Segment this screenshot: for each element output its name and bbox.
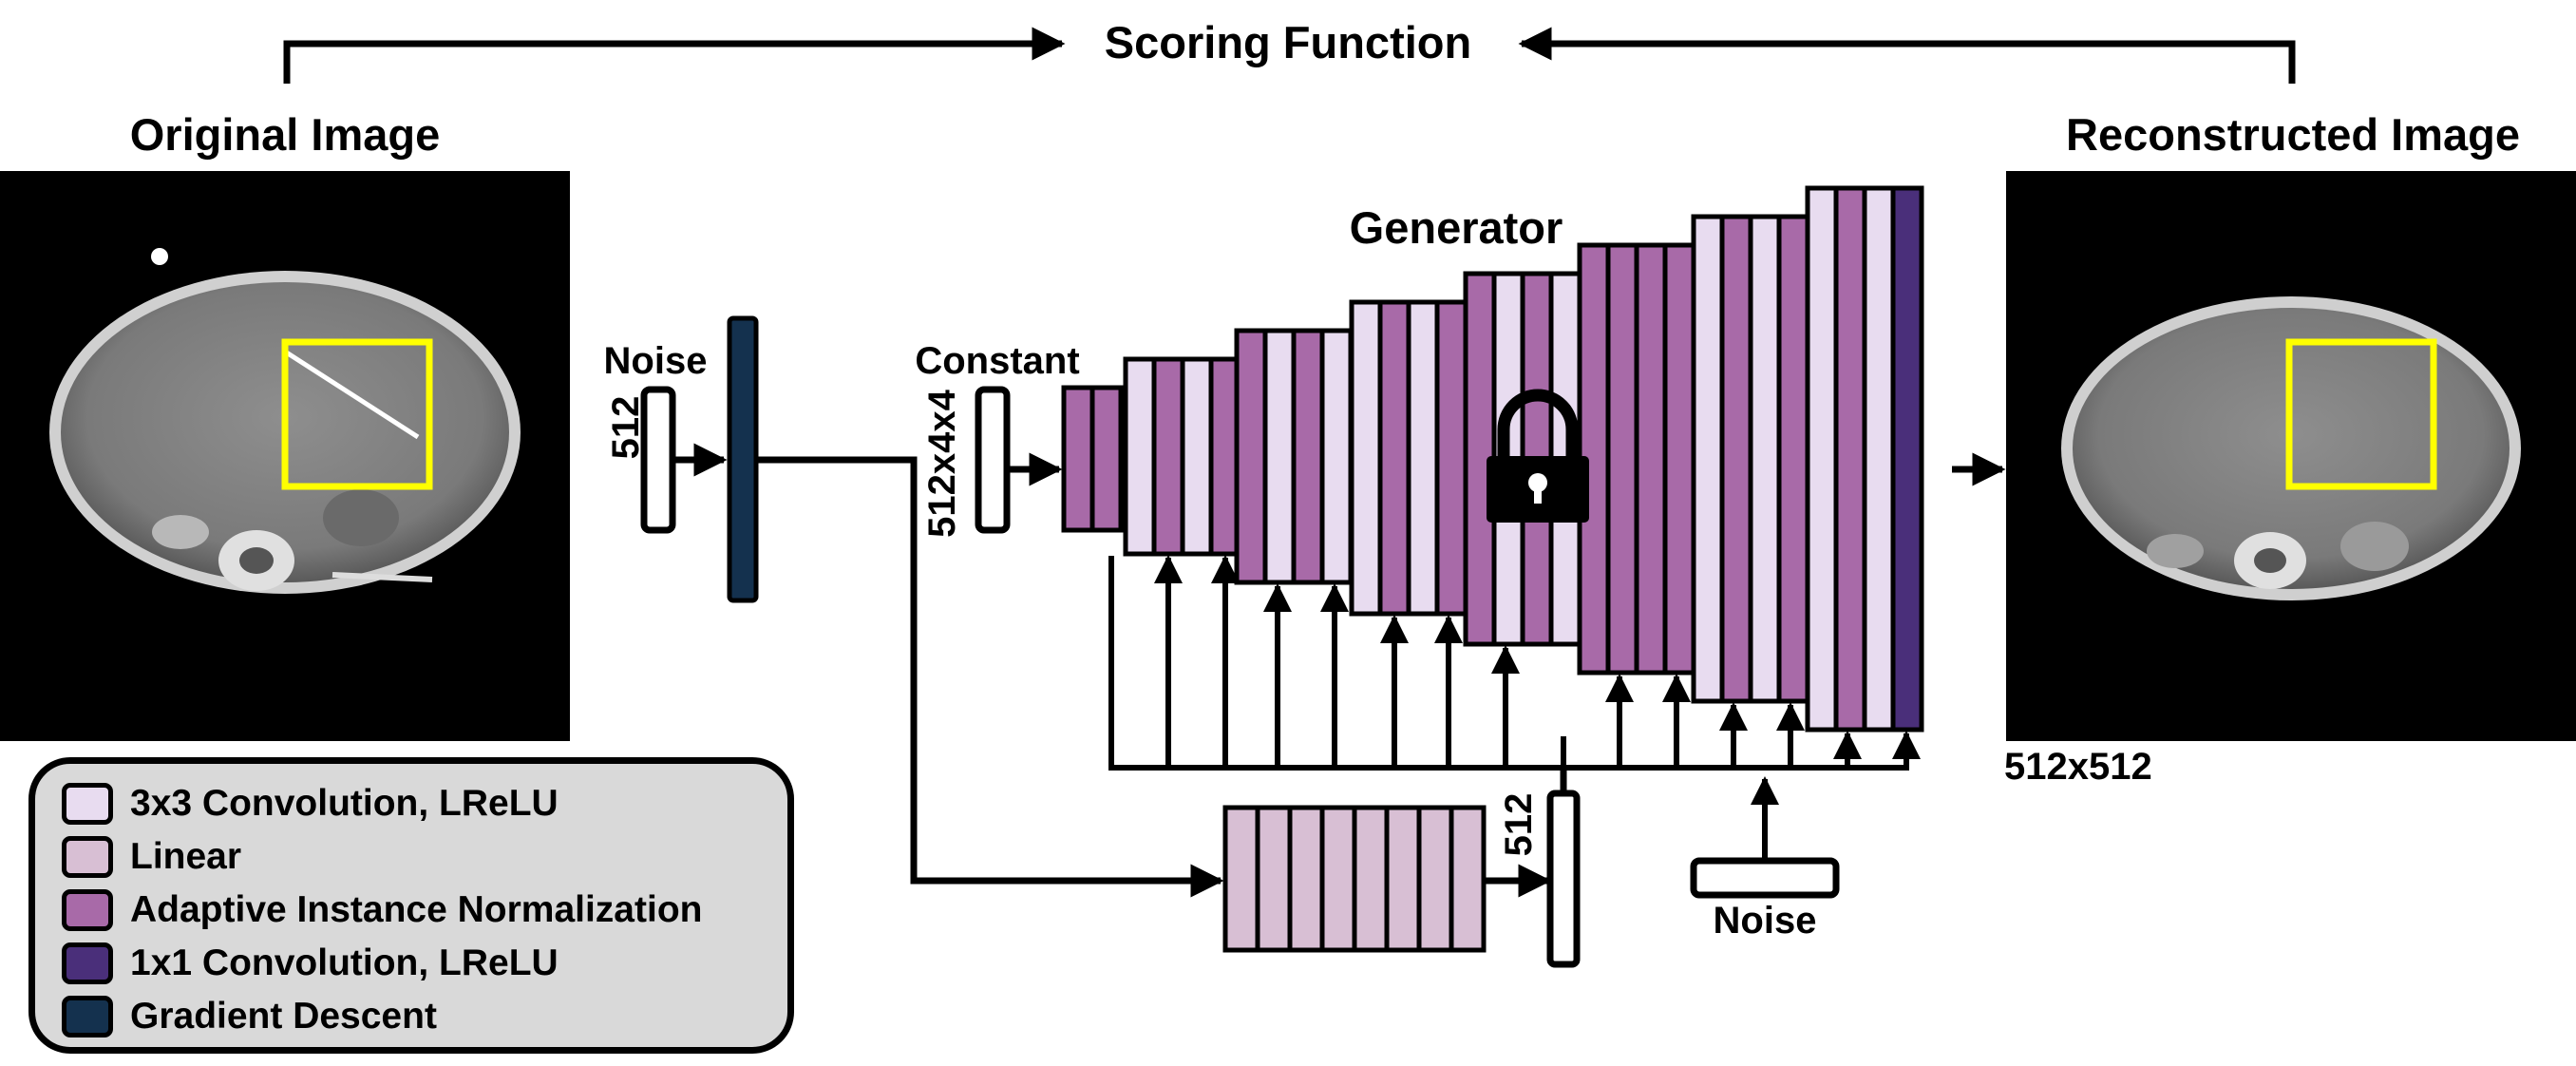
generator-network	[1061, 185, 1924, 733]
noise-vector	[640, 386, 676, 534]
generator-layer-1-0	[1123, 356, 1157, 557]
generator-layer-1-2	[1180, 356, 1214, 557]
legend-label-adain: Adaptive Instance Normalization	[130, 889, 703, 930]
legend-swatch-conv1x1	[62, 942, 113, 984]
generator-layer-2-0	[1234, 328, 1268, 585]
legend: 3x3 Convolution, LReLU Linear Adaptive I…	[28, 757, 794, 1054]
generator-layer-6-1	[1719, 214, 1753, 704]
generator-layer-3-0	[1349, 299, 1383, 617]
mapping-network	[1222, 805, 1487, 953]
style-vector	[1546, 790, 1581, 968]
scoring-function-title: Scoring Function	[1105, 17, 1471, 67]
generator-layer-2-3	[1319, 328, 1354, 585]
reconstructed-size-label: 512x512	[2004, 746, 2152, 788]
generator-layer-7-0	[1805, 185, 1839, 733]
legend-label-gradient-descent: Gradient Descent	[130, 996, 437, 1037]
generator-layer-7-1	[1833, 185, 1867, 733]
generator-layer-2-1	[1262, 328, 1297, 585]
constant-tensor	[975, 386, 1011, 534]
original-highlight-box	[281, 338, 433, 490]
legend-swatch-adain	[62, 889, 113, 931]
generator-layer-3-3	[1434, 299, 1468, 617]
generator-label: Generator	[1350, 202, 1563, 253]
legend-item-adain: Adaptive Instance Normalization	[62, 887, 702, 933]
generator-layer-5-3	[1662, 242, 1696, 676]
generator-layer-3-1	[1377, 299, 1411, 617]
latent-to-mapping-arrow	[756, 456, 1224, 898]
legend-swatch-linear	[62, 836, 113, 878]
legend-item-linear: Linear	[62, 834, 241, 880]
legend-item-conv3x3: 3x3 Convolution, LReLU	[62, 781, 559, 827]
reconstructed-highlight-box	[2285, 338, 2437, 490]
noise-bottom-label: Noise	[1714, 900, 1817, 942]
style-distribution-lines	[1108, 556, 1909, 771]
mapping-linear-layer-6	[1416, 805, 1454, 953]
original-image-label: Original Image	[130, 109, 440, 160]
generator-layer-2-2	[1291, 328, 1325, 585]
mapping-linear-layer-3	[1319, 805, 1357, 953]
generator-layer-0-1	[1089, 385, 1124, 533]
mapping-linear-layer-1	[1255, 805, 1293, 953]
lock-icon	[1487, 389, 1589, 523]
legend-label-linear: Linear	[130, 836, 242, 877]
legend-swatch-gradient-descent	[62, 996, 113, 1037]
generator-layer-5-2	[1634, 242, 1668, 676]
legend-item-gradient-descent: Gradient Descent	[62, 994, 437, 1039]
legend-swatch-conv3x3	[62, 783, 113, 825]
noise-dim-label: 512	[605, 396, 647, 460]
mapping-linear-layer-5	[1384, 805, 1422, 953]
generator-layer-6-0	[1691, 214, 1725, 704]
generator-layer-3-2	[1406, 299, 1440, 617]
original-ct-image	[0, 171, 570, 741]
generator-layer-7-3	[1890, 185, 1924, 733]
reconstructed-image-label: Reconstructed Image	[2066, 109, 2520, 160]
constant-label: Constant	[915, 340, 1079, 382]
legend-label-conv1x1: 1x1 Convolution, LReLU	[130, 942, 559, 983]
generator-layer-0-0	[1061, 385, 1095, 533]
reconstructed-ct-image	[2006, 171, 2576, 741]
generator-layer-7-2	[1862, 185, 1896, 733]
style-injection-arrows	[1154, 555, 1921, 768]
generator-layer-1-1	[1151, 356, 1185, 557]
generator-layer-6-2	[1748, 214, 1782, 704]
style-dim-label: 512	[1498, 793, 1540, 857]
mapping-linear-layer-0	[1222, 805, 1260, 953]
scoring-function-connector	[283, 27, 2296, 84]
generator-layer-5-1	[1605, 242, 1639, 676]
legend-item-conv1x1: 1x1 Convolution, LReLU	[62, 941, 559, 986]
mapping-linear-layer-7	[1449, 805, 1487, 953]
noise-input-bottom	[1690, 857, 1840, 899]
mapping-linear-layer-2	[1287, 805, 1325, 953]
gradient-descent-block	[727, 315, 759, 603]
constant-dim-label: 512x4x4	[921, 389, 963, 537]
generator-layer-6-3	[1776, 214, 1810, 704]
mapping-linear-layer-4	[1352, 805, 1390, 953]
noise-label: Noise	[604, 340, 708, 382]
legend-label-conv3x3: 3x3 Convolution, LReLU	[130, 783, 559, 824]
